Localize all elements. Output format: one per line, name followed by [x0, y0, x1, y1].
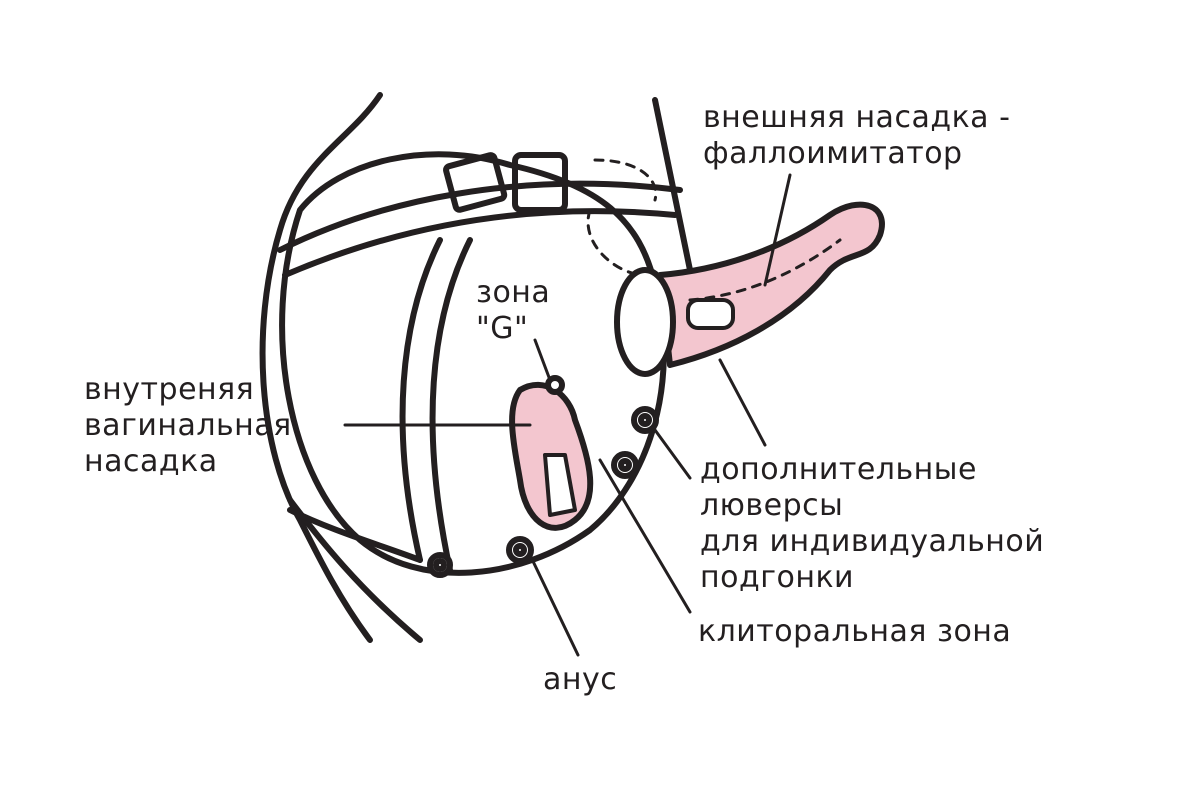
label-line: внутреняя [84, 372, 255, 407]
label-anus: анус [543, 662, 617, 698]
leader-strap [718, 358, 767, 447]
grommet [506, 536, 534, 564]
label-line: подгонки [700, 560, 855, 595]
label-line: анус [543, 662, 618, 697]
harness-body [279, 151, 667, 576]
leader-clitoral [598, 458, 692, 614]
label-line: вагинальная [84, 408, 292, 443]
label-line: фаллоимитатор [703, 136, 963, 171]
crotch-strap [399, 237, 443, 563]
crotch-strap-2 [429, 237, 473, 573]
waist-strap-lower [282, 208, 678, 278]
dildo-seam [688, 238, 842, 302]
label-line: клиторальная зона [698, 614, 1012, 649]
back-line [652, 97, 693, 273]
label-line: внешняя насадка - [703, 100, 1011, 135]
waist-strap [277, 180, 683, 253]
label-line: люверсы [700, 488, 844, 523]
label-external-dildo: внешняя насадка - фаллоимитатор [703, 100, 1010, 172]
dildo-base [614, 267, 676, 377]
label-g-zone: зона "G" [476, 275, 550, 347]
label-clitoral-zone: клиторальная зона [698, 614, 1011, 650]
label-line: насадка [84, 444, 218, 479]
grommet [427, 552, 453, 578]
leader-g-zone [533, 338, 552, 382]
label-line: зона [476, 275, 551, 310]
dashed-seam [586, 158, 658, 277]
grommet [631, 406, 659, 434]
dildo-plug [686, 298, 735, 330]
insert-plug [543, 453, 577, 517]
body-outline [259, 92, 383, 643]
leader-anus [528, 553, 580, 657]
external-dildo [657, 201, 885, 368]
label-line: для индивидуальной [700, 524, 1045, 559]
label-internal-insert: внутреняя вагинальная насадка [84, 372, 292, 480]
leader-external [763, 173, 792, 287]
buckle [512, 152, 568, 213]
side-strap [287, 507, 423, 563]
g-zone-dot [545, 375, 565, 395]
label-grommets: дополнительные люверсы для индивидуально… [700, 452, 1044, 596]
label-line: "G" [476, 311, 529, 346]
label-line: дополнительные [700, 452, 977, 487]
buckle-clip [443, 152, 508, 213]
leader-grommets [653, 428, 692, 480]
grommet [611, 451, 639, 479]
